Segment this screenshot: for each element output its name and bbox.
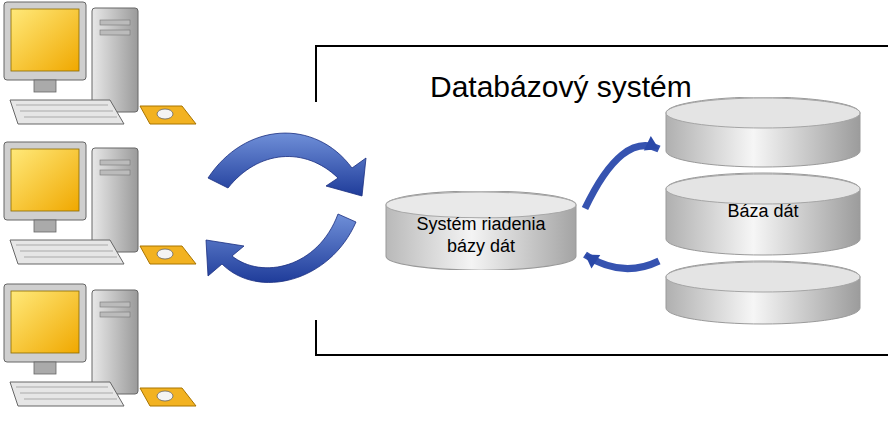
system-title: Databázový systém	[430, 69, 692, 105]
arrow-stroke	[585, 146, 659, 209]
database-stack: Báza dát	[665, 97, 861, 325]
flow-arrow	[585, 136, 659, 208]
frame-edge	[315, 320, 317, 356]
arrow-head	[585, 255, 600, 269]
frame-edge	[315, 45, 317, 102]
request-arrow	[208, 133, 366, 196]
response-arrow	[206, 214, 356, 282]
flow-arrow	[585, 255, 659, 269]
arrow-head	[644, 136, 659, 150]
dbms-cylinder: Systém riadenia bázy dát	[385, 191, 577, 270]
arrow-stroke	[585, 255, 659, 269]
node-label: Systém riadenia bázy dát	[399, 214, 563, 257]
node-label: Báza dát	[675, 201, 851, 223]
system-frame: Databázový systémSystém riadenia bázy dá…	[315, 45, 888, 356]
